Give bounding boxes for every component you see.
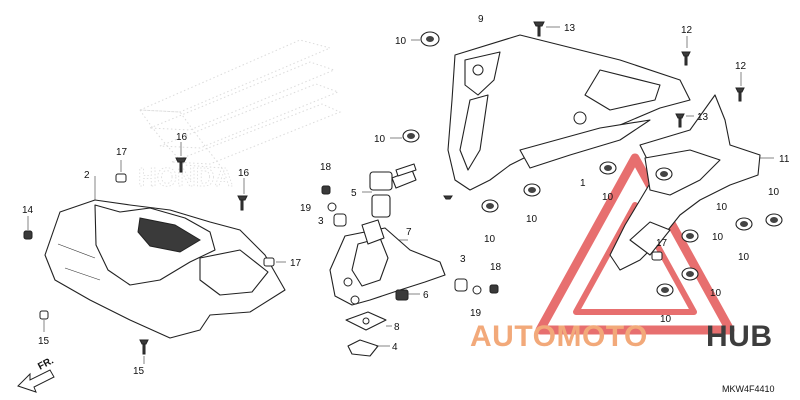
- part-9-upper-panel: [447, 34, 691, 191]
- part-8-plate: [345, 311, 387, 331]
- label-3-right: 3: [460, 254, 466, 265]
- grommets: [402, 31, 783, 297]
- label-10-d: 10: [602, 192, 614, 203]
- label-4: 4: [392, 342, 398, 353]
- label-14: 14: [22, 205, 34, 216]
- label-9: 9: [478, 14, 484, 25]
- label-10-b: 10: [484, 234, 496, 245]
- label-11: 11: [779, 154, 790, 165]
- label-12-right: 12: [735, 61, 747, 72]
- part-11-side-cover: [609, 94, 761, 271]
- label-7: 7: [406, 227, 412, 238]
- label-17-top: 17: [116, 147, 128, 158]
- label-10-h: 10: [712, 232, 724, 243]
- label-10-j: 10: [660, 314, 672, 325]
- label-5: 5: [351, 188, 357, 199]
- part-7-stay: [329, 219, 446, 306]
- front-direction-label: FR.: [36, 355, 56, 372]
- label-8: 8: [394, 322, 400, 333]
- label-1: 1: [580, 178, 586, 189]
- label-15-left: 15: [38, 336, 50, 347]
- part-5-ignition-switch: [369, 163, 417, 218]
- label-18-left: 18: [320, 162, 332, 173]
- label-2: 2: [84, 170, 90, 181]
- label-10-top: 10: [395, 36, 407, 47]
- label-18-right: 18: [490, 262, 502, 273]
- honda-logo-text: HONDA: [138, 162, 234, 192]
- label-6: 6: [423, 290, 429, 301]
- label-17-right-cover: 17: [290, 258, 302, 269]
- label-17-right: 17: [656, 238, 668, 249]
- label-10-left: 10: [374, 134, 386, 145]
- screws: [23, 21, 745, 355]
- label-15-bottom: 15: [133, 366, 145, 377]
- label-12-left: 12: [681, 25, 693, 36]
- label-16-left: 16: [176, 132, 188, 143]
- honda-wing-logo: HONDA: [138, 39, 342, 192]
- watermark-text: AUTOMOTO HUB: [470, 320, 773, 353]
- leader-lines: [27, 26, 774, 364]
- label-10-c: 10: [526, 214, 538, 225]
- front-direction-arrow: FR.: [17, 355, 56, 393]
- label-19-right: 19: [470, 308, 482, 319]
- label-3-left: 3: [318, 216, 324, 227]
- label-10-f: 10: [768, 187, 780, 198]
- part-4-clip: [347, 339, 379, 357]
- label-13-mid: 13: [697, 112, 709, 123]
- part-2-front-cover: [44, 199, 286, 339]
- label-10-g: 10: [738, 252, 750, 263]
- label-19-left: 19: [300, 203, 312, 214]
- watermark-hub: HUB: [706, 320, 773, 353]
- label-16-right: 16: [238, 168, 250, 179]
- diagram-code: MKW4F4410: [722, 384, 775, 394]
- label-10-e: 10: [716, 202, 728, 213]
- label-13-top: 13: [564, 23, 576, 34]
- watermark-automoto: AUTOMOTO: [470, 320, 648, 353]
- watermark-triangle: [535, 153, 735, 335]
- part-labels: 9 13 10 12 12 13 10 11 1 10 10 10 10 10 …: [22, 14, 790, 377]
- label-10-i: 10: [710, 288, 722, 299]
